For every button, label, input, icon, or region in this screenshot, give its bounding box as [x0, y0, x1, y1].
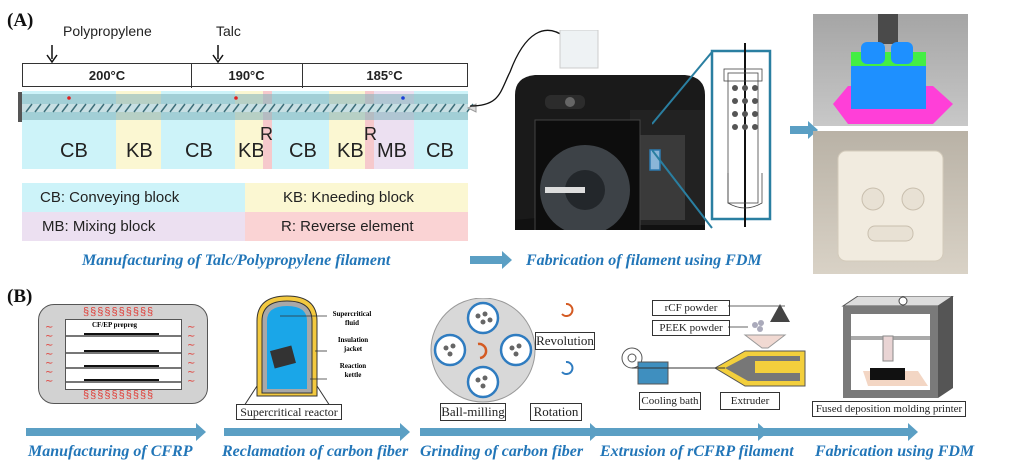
zone-cb-2-label: CB [185, 140, 213, 162]
rotation-label: Rotation [530, 403, 582, 421]
step-arrow-4 [588, 423, 768, 441]
step-caption-4: Extrusion of rCFRP filament [600, 443, 794, 460]
step-arrow-3 [420, 423, 600, 441]
temp-zone-1: 200°C [23, 64, 192, 88]
heat-waves-bottom-icon: §§§§§§§§§§ [83, 389, 155, 401]
step-caption-1: Manufacturing of CFRP [28, 443, 193, 460]
heat-waves-left-icon: ∼∼∼∼∼∼∼ [45, 322, 54, 387]
temperature-bar: 200°C 190°C 185°C [22, 63, 468, 88]
fdm-printer-diagram [838, 295, 958, 411]
hotend-detail-image [710, 43, 800, 238]
printed-part-photo [813, 131, 968, 274]
temp-zone-3: 185°C [366, 68, 403, 83]
extruder-diagram [620, 296, 810, 396]
legend-kb: KB: Kneeding block [245, 183, 468, 212]
cooling-bath-label: Cooling bath [639, 392, 701, 410]
peek-powder-label: PEEK powder [652, 320, 730, 336]
fdm-printer-label: Fused deposition molding printer [812, 401, 966, 417]
feed-label-polypropylene: Polypropylene [63, 23, 152, 39]
supercritical-reactor-label: Supercritical reactor [236, 404, 342, 420]
zone-cb-4-label: CB [426, 140, 454, 162]
step-arrow-1 [26, 423, 206, 441]
cfrp-oven-diagram: CF/EP prepreg §§§§§§§§§§ §§§§§§§§§§ ∼∼∼∼… [38, 304, 208, 404]
prepreg-stack: CF/EP prepreg [65, 319, 182, 390]
feed-label-talc: Talc [216, 23, 241, 39]
caption-fdm: Fabrication of filament using FDM [526, 252, 762, 269]
fdm-printer-image [510, 29, 710, 241]
revolution-label: Revolution [535, 332, 595, 350]
arrow-to-results [790, 121, 818, 139]
panel-b-label: (B) [7, 286, 33, 307]
step-arrow-2 [224, 423, 410, 441]
zone-cb-3-label: CB [289, 140, 317, 162]
zoom-callout-lines [651, 51, 714, 247]
slicer-preview-image [813, 14, 968, 126]
insulation-jacket-label: Insulation jacket [337, 336, 369, 353]
zone-r-1-label: R [260, 124, 273, 144]
arrow-to-fdm [470, 251, 512, 269]
zone-kb-3-label: KB [337, 140, 364, 162]
extruder-label: Extruder [720, 392, 780, 410]
zone-cb-1-label: CB [60, 140, 88, 162]
zone-r-1 [263, 91, 272, 169]
step-caption-3: Grinding of carbon fiber [420, 443, 584, 460]
legend-r: R: Reverse element [245, 212, 468, 241]
zone-r-2-label: R [364, 124, 377, 144]
caption-talc-pp: Manufacturing of Talc/Polypropylene fila… [82, 252, 391, 269]
zone-kb-2-label: KB [238, 140, 265, 162]
extruder-screw-drawing [18, 92, 488, 129]
zone-mb-label: MB [377, 140, 407, 162]
feed-arrow-talc-icon [212, 45, 224, 68]
reaction-kettle-label: Reaction kettle [339, 362, 367, 379]
rcf-powder-label: rCF powder [652, 300, 730, 316]
heat-waves-top-icon: §§§§§§§§§§ [83, 306, 155, 318]
panel-a-label: (A) [7, 10, 34, 31]
ball-mill-diagram [428, 297, 608, 413]
zone-r-2 [365, 91, 374, 169]
supercritical-reactor-diagram [232, 291, 402, 421]
prepreg-label: CF/EP prepreg [92, 321, 138, 329]
block-legend: CB: Conveying block KB: Kneeding block M… [22, 183, 468, 241]
step-arrow-5 [758, 423, 918, 441]
zone-kb-1-label: KB [126, 140, 153, 162]
legend-cb: CB: Conveying block [22, 183, 245, 212]
step-caption-2: Reclamation of carbon fiber [222, 443, 409, 460]
ball-milling-label: Ball-milling [440, 403, 506, 421]
temp-zone-2: 190°C [191, 64, 303, 88]
heat-waves-right-icon: ∼∼∼∼∼∼∼ [187, 322, 196, 387]
legend-mb: MB: Mixing block [22, 212, 245, 241]
step-caption-5: Fabrication using FDM [815, 443, 975, 460]
feed-arrow-polypropylene-icon [46, 45, 58, 68]
supercritical-fluid-label: Supercritical fluid [332, 310, 372, 327]
